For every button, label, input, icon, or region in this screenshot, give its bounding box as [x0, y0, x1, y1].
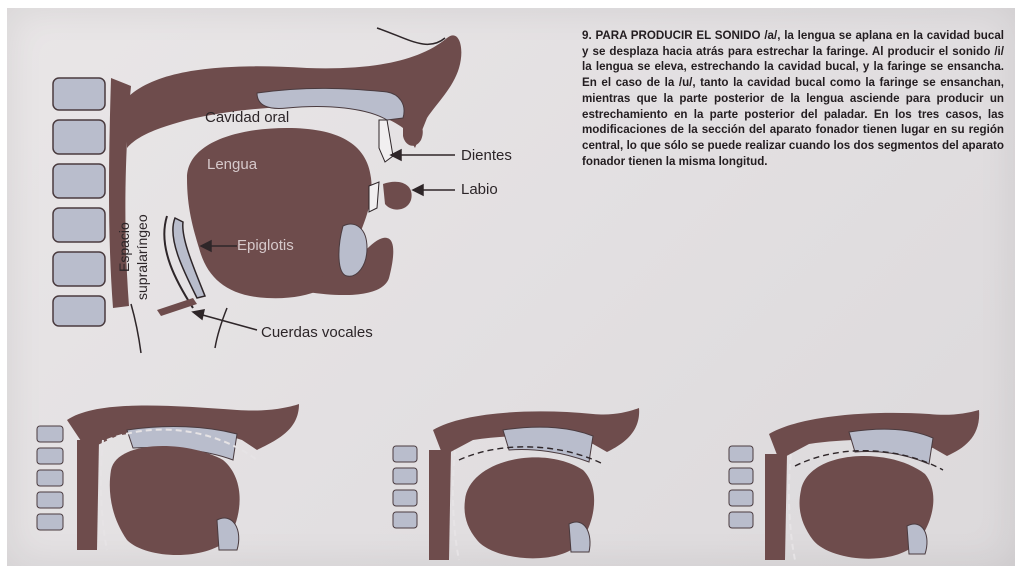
caption-text: 9. PARA PRODUCIR EL SONIDO /a/, la lengu…	[582, 28, 1004, 169]
vocal-tract-u	[729, 410, 979, 560]
label-cavidad-oral: Cavidad oral	[205, 109, 289, 126]
spine	[53, 78, 105, 326]
vocal-tract-i	[393, 408, 639, 560]
vocal-tract-a	[37, 404, 299, 555]
label-epiglotis: Epiglotis	[237, 237, 294, 254]
label-espacio: Espacio	[116, 222, 132, 272]
label-labio: Labio	[461, 181, 498, 198]
label-lengua: Lengua	[207, 156, 257, 173]
label-cuerdas-vocales: Cuerdas vocales	[261, 324, 373, 341]
diagram-photo: Cavidad oral Lengua Dientes Labio Espaci…	[7, 8, 1015, 566]
label-dientes: Dientes	[461, 147, 512, 164]
label-supralaringeo: supralaríngeo	[134, 214, 150, 300]
main-vocal-tract	[53, 28, 461, 353]
